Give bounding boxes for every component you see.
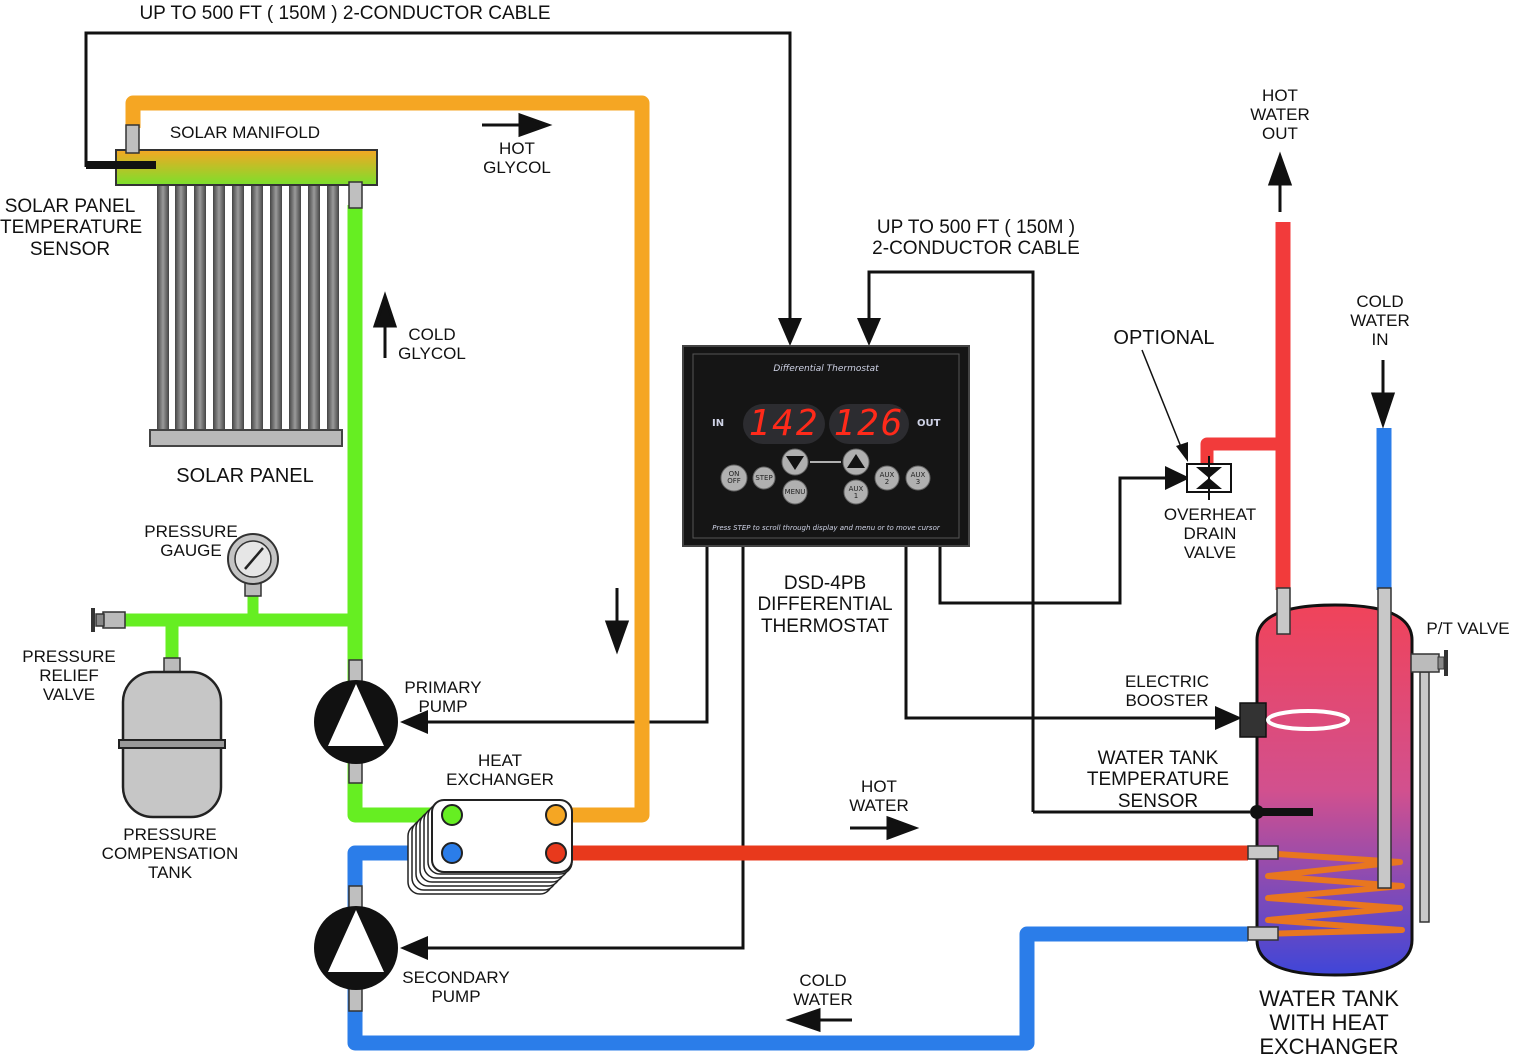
display-out-value: 126 <box>833 403 905 444</box>
label-hot-water-out: HOT WATER OUT <box>1250 86 1310 144</box>
cable-top-wire <box>84 31 792 325</box>
arrow-left-primary <box>400 710 428 734</box>
arrow-right-booster <box>1215 706 1242 730</box>
button-on-off[interactable] <box>720 464 748 492</box>
electric-booster <box>1239 702 1267 738</box>
label-pressure-compensation-tank: PRESSURE COMPENSATION TANK <box>101 825 239 883</box>
label-thermostat-name: DSD-4PB DIFFERENTIAL THERMOSTAT <box>757 573 893 637</box>
arrow-right-drain <box>1165 466 1190 490</box>
wiring <box>84 31 1250 950</box>
pressure-relief-valve <box>91 608 126 632</box>
device-footer: Press STEP to scroll through display and… <box>712 524 940 532</box>
label-water-tank: WATER TANK WITH HEAT EXCHANGER <box>1259 986 1399 1060</box>
display-in <box>743 404 825 444</box>
pressure-gauge <box>227 533 279 597</box>
button-aux1-label: AUX 1 <box>848 485 864 500</box>
label-optional: OPTIONAL <box>1113 327 1215 349</box>
manifold-outlet <box>125 124 140 154</box>
label-cold-water: COLD WATER <box>793 971 853 1010</box>
solar-sensor-probe <box>86 161 156 169</box>
hot-out-branch <box>1200 437 1283 465</box>
hot-out-arrow <box>1267 151 1293 186</box>
label-heat-exchanger: HEAT EXCHANGER <box>446 751 554 790</box>
cold-dip-tube <box>1377 587 1392 889</box>
label-pressure-relief-valve: PRESSURE RELIEF VALVE <box>22 647 116 705</box>
label-solar-manifold: SOLAR MANIFOLD <box>169 123 321 142</box>
label-primary-pump: PRIMARY PUMP <box>404 678 482 717</box>
label-electric-booster: ELECTRIC BOOSTER <box>1124 672 1210 711</box>
solar-panel-base <box>149 429 343 447</box>
drain-valve-wire <box>938 476 1175 605</box>
hot-outlet-fitting <box>1276 587 1291 635</box>
button-step-label: STEP <box>755 474 773 482</box>
button-step[interactable] <box>752 466 776 490</box>
arrow-down-cable-top <box>778 318 802 346</box>
wire-arrows <box>400 318 1242 960</box>
label-solar-panel: SOLAR PANEL <box>176 465 314 487</box>
button-aux1[interactable] <box>843 479 869 505</box>
label-pressure-gauge: PRESSURE GAUGE <box>144 522 238 561</box>
device-title: Differential Thermostat <box>773 364 879 374</box>
manifold-inlet <box>348 181 363 209</box>
cable-mid-wire <box>867 270 1035 812</box>
primary-pump-wire <box>420 545 709 724</box>
primary-pump <box>314 659 398 784</box>
booster-wire <box>904 545 1225 720</box>
booster-element <box>1266 709 1350 731</box>
tank-temp-sensor <box>1255 808 1313 816</box>
differential-thermostat <box>682 345 970 547</box>
button-aux3-label: AUX 3 <box>910 471 926 486</box>
heat-exchanger <box>407 799 573 895</box>
solar-manifold <box>115 149 378 186</box>
pt-valve-tube <box>1419 671 1430 923</box>
pressure-compensation-tank <box>118 657 226 819</box>
return-down-arrow <box>604 620 630 655</box>
secondary-pump-wire <box>420 545 745 950</box>
exchanger-ports <box>441 804 567 864</box>
cold-glycol-arrow <box>372 291 398 328</box>
button-aux3[interactable] <box>905 465 931 491</box>
display-in-value: 142 <box>748 403 820 444</box>
device-out-label: OUT <box>917 418 941 429</box>
label-pt-valve: P/T VALVE <box>1426 619 1510 638</box>
label-overheat-drain-valve: OVERHEAT DRAIN VALVE <box>1163 505 1257 563</box>
hot-water-arrow <box>886 815 920 841</box>
device-in-label: IN <box>712 418 725 429</box>
label-cable-top: UP TO 500 FT ( 150M ) 2-CONDUCTOR CABLE <box>139 3 551 24</box>
optional-pointer <box>1141 349 1184 453</box>
button-menu-label: MENU <box>784 488 806 496</box>
up-triangle-icon <box>847 454 865 468</box>
display-out <box>829 404 909 444</box>
flow-arrows <box>372 112 1396 1033</box>
button-aux2-label: AUX 2 <box>879 471 895 486</box>
label-secondary-pump: SECONDARY PUMP <box>402 968 510 1007</box>
label-cold-glycol: COLD GLYCOL <box>398 325 466 364</box>
button-aux2[interactable] <box>874 465 900 491</box>
water-tank <box>1239 587 1448 977</box>
label-water-tank-temp-sensor: WATER TANK TEMPERATURE SENSOR <box>1086 748 1230 812</box>
cold-water-arrow <box>785 1007 821 1033</box>
secondary-pump <box>314 885 398 1012</box>
cold-glycol-pipe <box>347 205 452 823</box>
button-on-off-label: ON OFF <box>727 470 741 485</box>
solar-tubes <box>157 183 339 433</box>
cold-water-pipe <box>347 845 1248 1051</box>
arrow-down-cable-mid <box>857 318 881 346</box>
label-hot-glycol: HOT GLYCOL <box>483 139 551 178</box>
solar-panel <box>86 124 378 447</box>
button-menu[interactable] <box>782 479 808 505</box>
tank-coil <box>1261 850 1405 937</box>
overheat-drain-valve <box>1186 456 1232 500</box>
label-cable-mid: UP TO 500 FT ( 150M ) 2-CONDUCTOR CABLE <box>872 217 1080 260</box>
down-triangle-icon <box>786 456 804 470</box>
cold-in-arrow <box>1370 392 1396 429</box>
arrow-left-secondary <box>400 936 428 960</box>
hot-glycol-pipe <box>125 95 650 823</box>
label-cold-water-in: COLD WATER IN <box>1350 292 1410 350</box>
hot-glycol-arrow <box>518 112 553 138</box>
label-solar-panel-temp-sensor: SOLAR PANEL TEMPERATURE SENSOR <box>0 196 143 260</box>
label-hot-water: HOT WATER <box>849 777 909 816</box>
optional-pointer-head <box>1176 442 1188 462</box>
